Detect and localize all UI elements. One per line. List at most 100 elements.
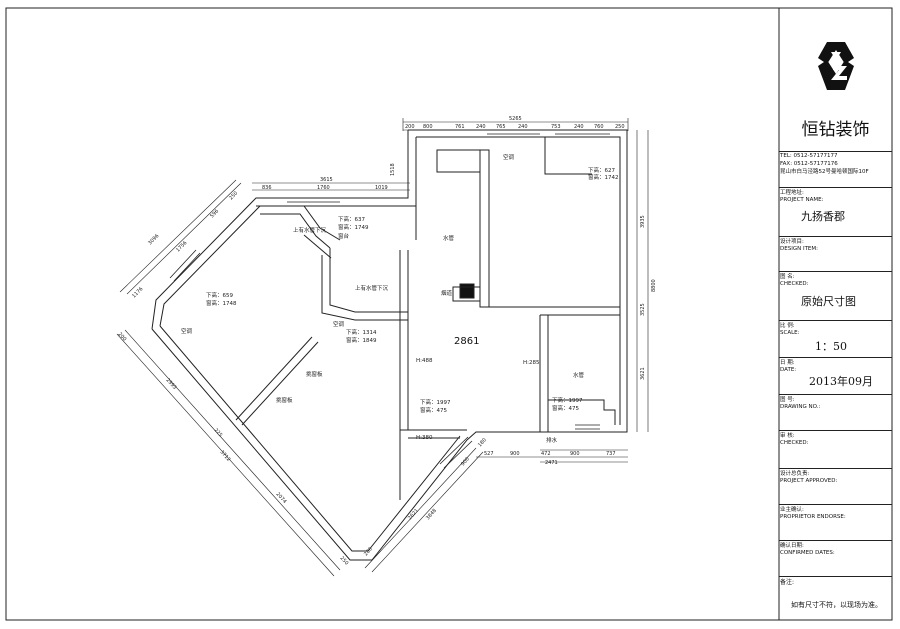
- dim-top-7: 753: [551, 124, 561, 130]
- address-text: 昆山市白马泾路52号曼哈顿国际10F: [780, 169, 869, 175]
- confirmed-label-cn: 确认日期:: [780, 543, 804, 549]
- drawing-no-label-en: DRAWING NO.:: [780, 404, 821, 410]
- beam-5a: 下高：1997: [420, 398, 451, 406]
- scale-value: 1：50: [815, 340, 847, 353]
- beam-3b: 窗高：1849: [346, 336, 377, 344]
- company-logo-icon: [818, 42, 854, 90]
- scale-label-cn: 比 例:: [780, 323, 795, 329]
- label-kongtiao-mid: 空调: [333, 320, 345, 328]
- project-label-en: PROJECT NAME:: [780, 197, 824, 203]
- dim-right-1: 3935: [640, 215, 646, 228]
- project-label-cn: 工程地址:: [780, 190, 804, 196]
- height-488: H:488: [416, 358, 433, 364]
- project-name: 九扬香郡: [801, 210, 845, 223]
- dim-diag-bottom-4: 900: [460, 456, 471, 467]
- dim-top-1: 200: [405, 124, 415, 130]
- beam-5b: 窗高：475: [420, 406, 447, 414]
- beam-2a: 下高：659: [206, 291, 233, 299]
- dim-diag-bottom-5: 180: [477, 437, 488, 448]
- beam-1c: 窗台: [338, 232, 350, 240]
- dim-diag-top-1: 250: [228, 190, 239, 201]
- label-shuiguan-1: 水管: [443, 234, 455, 242]
- dim-diag-left-6: 250: [339, 555, 350, 566]
- label-tiaochuang-2: 挑窗板: [276, 396, 293, 404]
- dimension-lines: [116, 118, 649, 577]
- dim-left-top-3: 1019: [375, 185, 388, 191]
- label-down-water-1: 上有水管下沉: [293, 226, 327, 234]
- height-380: H:380: [416, 435, 433, 441]
- drawing-no-label-cn: 图 号:: [780, 397, 795, 403]
- label-down-water-2: 上有水管下沉: [355, 284, 389, 292]
- dim-top-10: 250: [615, 124, 625, 130]
- dim-top-3: 761: [455, 124, 465, 130]
- dimension-texts: 200 800 761 240 765 240 753 240 760 250 …: [117, 116, 657, 566]
- label-tiaochuang-1: 挑窗板: [306, 370, 323, 378]
- dim-right-2: 3525: [640, 303, 646, 316]
- dim-bottom-5: 737: [606, 451, 616, 457]
- inner-walls: [235, 137, 620, 439]
- dim-top-2: 800: [423, 124, 433, 130]
- dim-diag-left-1: 200: [117, 331, 128, 342]
- drawing-label-cn: 图 名:: [780, 274, 795, 280]
- dim-diag-bottom-3: 3848: [425, 508, 438, 521]
- dim-top-4: 240: [476, 124, 486, 130]
- dim-bottom-2: 900: [510, 451, 520, 457]
- beam-4a: 下高：627: [588, 166, 615, 174]
- dim-diag-bottom-1: 280: [363, 546, 374, 557]
- drawing-name-row: 图 名: CHECKED: 原始尺寸图: [779, 271, 892, 321]
- tel-text: TEL: 0512-57177177: [780, 153, 838, 159]
- dim-top-9: 760: [594, 124, 604, 130]
- beam-3a: 下高：1314: [346, 328, 377, 336]
- beam-1a: 下高：637: [338, 215, 365, 223]
- dim-bottom-1: 527: [484, 451, 494, 457]
- date-row: 日 期: DATE: 2013年09月: [779, 357, 892, 395]
- drawing-no-row: 图 号: DRAWING NO.:: [779, 394, 892, 431]
- label-yandao: 烟道: [441, 289, 453, 297]
- drawing-border: [5, 7, 893, 621]
- beam-2b: 窗高：1748: [206, 299, 237, 307]
- dim-right-3: 3621: [640, 367, 646, 380]
- proprietor-label-en: PROPRIETOR ENDORSE:: [780, 514, 846, 520]
- company-name: 恒钻装饰: [801, 120, 870, 140]
- project-name-row: 工程地址: PROJECT NAME: 九扬香郡: [779, 187, 892, 237]
- approved-label-en: PROJECT APPROVED:: [780, 478, 838, 484]
- label-shuiguan-2: 水管: [573, 371, 585, 379]
- dim-top-8: 240: [574, 124, 584, 130]
- beam-4b: 窗高：1742: [588, 173, 619, 181]
- date-label-en: DATE:: [780, 367, 797, 373]
- label-kongtiao-top: 空调: [503, 153, 515, 161]
- contact-row: TEL: 0512-57177177 FAX: 0512-57177176 昆山…: [779, 151, 892, 188]
- windows: [169, 129, 610, 469]
- label-kongtiao-left: 空调: [181, 327, 193, 335]
- proprietor-row: 业主确认: PROPRIETOR ENDORSE:: [779, 504, 892, 541]
- checked-row: 审 核: CHECKED:: [779, 430, 892, 469]
- notes-label: 备注:: [780, 579, 795, 586]
- height-285: H:285: [523, 360, 540, 366]
- dim-left-top-1: 836: [262, 185, 272, 191]
- dim-right-total: 8800: [651, 279, 657, 292]
- dim-left-note: 1518: [390, 163, 396, 176]
- beam-6a: 下高：1997: [552, 396, 583, 404]
- dim-diag-left-3: 225: [213, 427, 224, 438]
- scale-row: 比 例: SCALE: 1：50: [779, 320, 892, 358]
- scale-label-en: SCALE:: [780, 330, 800, 336]
- dim-top-5: 765: [496, 124, 506, 130]
- dim-top-6: 240: [518, 124, 528, 130]
- title-block: 恒钻装饰 TEL: 0512-57177177 FAX: 0512-571771…: [779, 8, 892, 620]
- dim-diag-bottom-2: 2621: [407, 508, 420, 521]
- approved-row: 设计总负责: PROJECT APPROVED:: [779, 468, 892, 505]
- fax-text: FAX: 0512-57177176: [780, 161, 838, 167]
- date-label-cn: 日 期:: [780, 360, 795, 366]
- label-paishui: 排水: [546, 436, 558, 444]
- design-item-row: 设计项目: DESIGN ITEM:: [779, 236, 892, 272]
- dim-bottom-3: 472: [541, 451, 551, 457]
- drawing-label-en: CHECKED:: [780, 281, 809, 287]
- dim-diag-left-5: 2074: [275, 491, 288, 504]
- proprietor-label-cn: 业主确认:: [780, 507, 804, 513]
- drawing-name: 原始尺寸图: [801, 295, 856, 308]
- beam-1b: 窗高：1749: [338, 223, 369, 231]
- dim-diag-top-2: 596: [209, 208, 220, 219]
- design-item-label-en: DESIGN ITEM:: [780, 246, 819, 252]
- dim-top-total: 5265: [509, 116, 522, 122]
